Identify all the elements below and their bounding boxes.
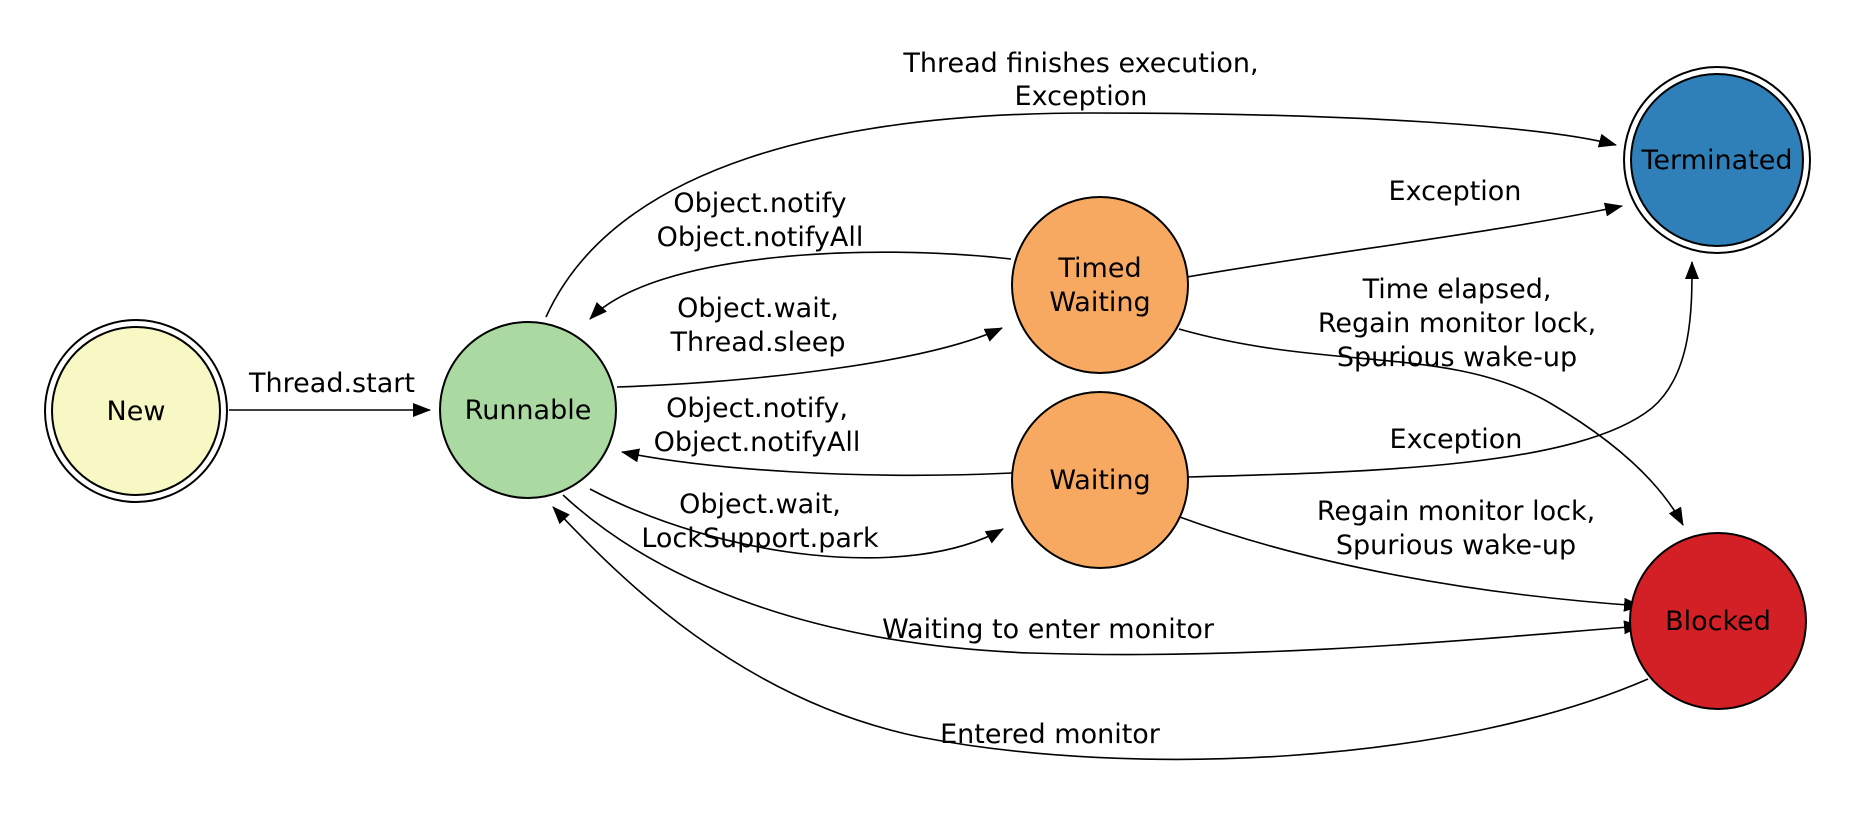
edge-label-thread-start: Thread.start [248,368,415,399]
node-new-label: New [107,396,166,427]
edge-label-waiting-to-enter-monitor: Waiting to enter monitor [882,614,1215,645]
edge-label-wait-sleep-line2: Thread.sleep [670,327,846,358]
node-blocked: Blocked [1629,532,1807,710]
node-waiting-circle [1011,391,1189,569]
edge-waiting-to-runnable [621,448,1013,477]
edge-label-wait-park-line1: Object.wait, [679,489,841,520]
edge-label-time-elapsed-line2: Regain monitor lock, [1318,308,1596,339]
node-waiting: Waiting [1011,391,1189,569]
edge-label-timed-notify-line2: Object.notifyAll [657,222,864,253]
node-runnable: Runnable [439,321,617,499]
edge-label-timed-notify-line1: Object.notify [673,188,846,219]
edge-labels: Thread.start Thread finishes execution, … [248,48,1596,750]
node-timed-waiting-label-line2: Waiting [1049,287,1150,318]
node-new: New [44,319,228,503]
edge-label-time-elapsed-line3: Spurious wake-up [1337,342,1577,373]
node-timed-waiting-label-line1: Timed [1057,253,1141,284]
edge-label-waiting-notify-line1: Object.notify, [666,393,848,424]
node-waiting-label: Waiting [1049,465,1150,496]
edge-label-thread-finishes-line2: Exception [1015,81,1148,112]
node-runnable-label: Runnable [465,395,592,426]
edge-label-wait-sleep-line1: Object.wait, [677,293,839,324]
edge-waiting-to-terminated [1187,261,1700,478]
node-new-circle [51,326,221,496]
node-blocked-circle [1629,532,1807,710]
edge-label-exception-lower: Exception [1390,424,1523,455]
edge-timed-waiting-to-terminated [1186,202,1623,278]
node-terminated-circle [1630,73,1804,247]
node-blocked-label: Blocked [1665,606,1771,637]
node-runnable-circle [439,321,617,499]
node-terminated-label: Terminated [1641,145,1793,176]
edge-runnable-to-timed-waiting [616,327,1003,388]
node-timed-waiting-circle [1011,196,1189,374]
edge-label-wait-park-line2: LockSupport.park [641,523,879,554]
edge-runnable-to-terminated [545,112,1617,318]
edge-timed-waiting-to-runnable [589,251,1012,320]
node-timed-waiting: Timed Waiting [1011,196,1189,374]
edge-runnable-to-blocked [562,494,1642,656]
edge-label-regain-line1: Regain monitor lock, [1317,496,1595,527]
edge-runnable-to-waiting [589,488,1004,559]
edge-blocked-to-runnable [552,506,1649,761]
edge-label-entered-monitor: Entered monitor [940,719,1161,750]
node-terminated: Terminated [1623,66,1811,254]
edge-timed-waiting-to-blocked [1178,328,1684,526]
edges [229,112,1700,761]
edge-label-exception-upper: Exception [1389,176,1522,207]
edge-label-regain-line2: Spurious wake-up [1336,530,1576,561]
edge-label-thread-finishes-line1: Thread finishes execution, [902,48,1258,79]
edge-label-waiting-notify-line2: Object.notifyAll [654,427,861,458]
edge-label-time-elapsed-line1: Time elapsed, [1362,274,1552,305]
edge-waiting-to-blocked [1176,515,1642,612]
